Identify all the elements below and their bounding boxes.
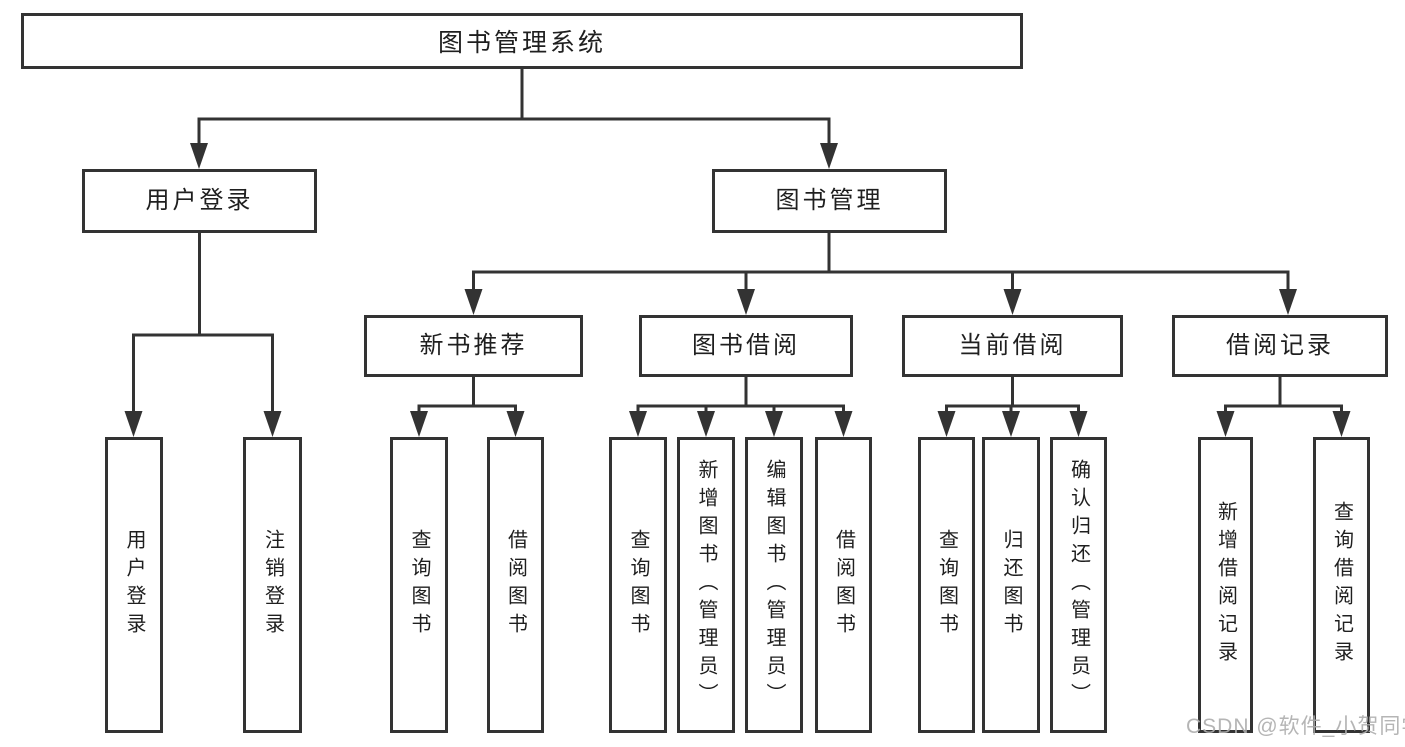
leaf-logout: 注销登录 — [243, 437, 302, 733]
arrowhead — [124, 411, 143, 437]
connector-new-book-rec-leaves — [417, 377, 517, 411]
arrowhead — [1332, 411, 1351, 437]
leaf-borrow-books-recommendation: 借阅图书 — [487, 437, 544, 733]
arrowhead — [1069, 411, 1088, 437]
arrowhead — [1003, 289, 1022, 315]
arrowhead — [820, 143, 838, 169]
arrowhead — [1279, 289, 1297, 315]
connector-borrow-record-leaves — [1224, 377, 1343, 411]
leaf-query-books-recommendation: 查询图书 — [390, 437, 448, 733]
arrowhead — [765, 411, 783, 437]
arrowhead — [1002, 411, 1020, 437]
leaf-return-books: 归还图书 — [982, 437, 1040, 733]
node-book-management: 图书管理 — [712, 169, 947, 233]
leaf-query-books-borrowing: 查询图书 — [609, 437, 667, 733]
node-book-borrowing: 图书借阅 — [639, 315, 853, 377]
node-current-borrowing: 当前借阅 — [902, 315, 1123, 377]
arrowhead — [834, 411, 853, 437]
arrowhead — [464, 289, 483, 315]
leaf-add-books-admin: 新增图书（管理员） — [677, 437, 735, 733]
arrowhead — [937, 411, 956, 437]
connector-current-borrow-leaves — [945, 377, 1080, 411]
leaf-edit-books-admin: 编辑图书（管理员） — [745, 437, 803, 733]
arrowhead — [506, 411, 525, 437]
arrowhead — [190, 143, 208, 169]
connector-book-mgmt-subtree — [472, 233, 1290, 289]
connector-root-to-level2 — [197, 68, 831, 143]
watermark: CSDN @软件_小贺同学 — [1186, 715, 1405, 738]
leaf-user-login: 用户登录 — [105, 437, 163, 733]
leaf-add-borrow-record: 新增借阅记录 — [1198, 437, 1253, 733]
node-root-library-management-system: 图书管理系统 — [21, 13, 1023, 69]
arrowhead — [737, 289, 755, 315]
arrowhead — [410, 411, 428, 437]
leaf-confirm-return-admin: 确认归还（管理员） — [1050, 437, 1107, 733]
arrowhead — [1216, 411, 1235, 437]
connector-book-borrow-leaves — [636, 377, 845, 411]
node-new-book-recommendation: 新书推荐 — [364, 315, 583, 377]
node-user-login: 用户登录 — [82, 169, 317, 233]
leaf-borrow-books: 借阅图书 — [815, 437, 872, 733]
arrowhead — [697, 411, 715, 437]
leaf-query-books-current: 查询图书 — [918, 437, 975, 733]
arrowhead — [263, 411, 282, 437]
connector-user-login-subtree — [132, 233, 274, 411]
arrowhead — [629, 411, 647, 437]
arrowheads — [124, 143, 1351, 437]
node-borrowing-records: 借阅记录 — [1172, 315, 1388, 377]
leaf-query-borrow-record: 查询借阅记录 — [1313, 437, 1370, 733]
